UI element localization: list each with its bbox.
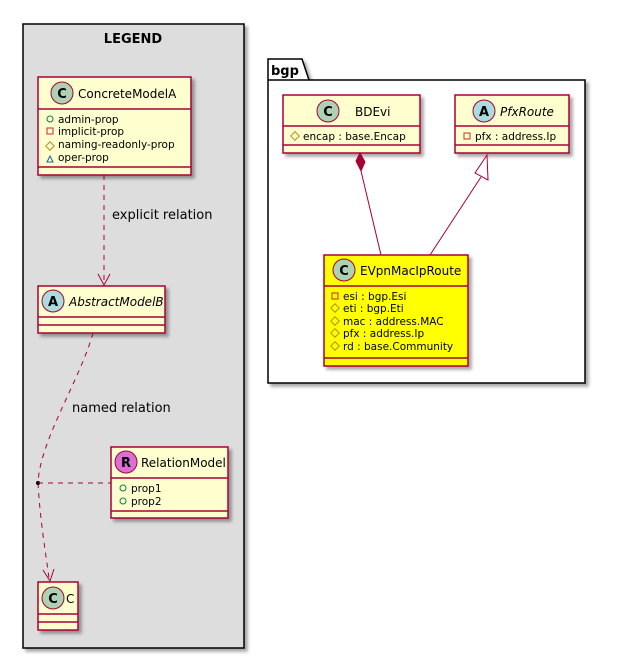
prop-prop1: prop1	[131, 483, 162, 495]
explicit-relation-edge: explicit relation	[97, 175, 212, 287]
class-c-icon	[316, 99, 340, 123]
prop-implicit: implicit-prop	[58, 126, 124, 138]
prop-naming-readonly: naming-readonly-prop	[58, 139, 175, 151]
class-c-icon	[41, 586, 65, 610]
concrete-model-a-class[interactable]: C ConcreteModelA admin-prop implicit-pro…	[37, 76, 192, 176]
public-icon	[119, 497, 127, 505]
class-stereotype-letter: C	[57, 87, 67, 102]
package-name: bgp	[271, 64, 299, 79]
protected-icon	[45, 141, 55, 151]
prop-prop2: prop2	[131, 496, 162, 508]
evpn-prop-esi: esi : bgp.Esi	[343, 291, 406, 303]
named-relation-label: named relation	[72, 401, 171, 416]
prop-oper: oper-prop	[58, 152, 109, 164]
evpn-name: EVpnMacIpRoute	[360, 264, 461, 278]
explicit-relation-label: explicit relation	[112, 208, 212, 223]
private-icon	[46, 127, 54, 135]
protected-icon	[330, 328, 340, 338]
relation-r-icon	[114, 450, 138, 474]
inheritance-triangle-icon	[474, 153, 489, 181]
legend-title: LEGEND	[104, 32, 163, 47]
class-stereotype-letter: C	[339, 264, 349, 279]
composition-edge	[355, 151, 382, 256]
relation-model-name: RelationModel	[141, 456, 226, 470]
package-private-icon	[46, 154, 54, 163]
generalization-edge	[429, 153, 489, 256]
bdevi-prop-encap: encap : base.Encap	[303, 131, 406, 143]
protected-icon	[290, 131, 300, 141]
pfxroute-class[interactable]: A PfxRoute pfx : address.Ip	[454, 94, 570, 154]
private-icon	[331, 292, 339, 300]
private-icon	[463, 132, 471, 140]
evpn-prop-pfx: pfx : address.Ip	[343, 328, 424, 340]
prop-admin: admin-prop	[58, 114, 119, 126]
evpn-mac-ip-route-class[interactable]: C EVpnMacIpRoute esi : bgp.Esi eti : bgp…	[323, 254, 469, 367]
c-class[interactable]: C C	[37, 581, 79, 631]
protected-icon	[330, 303, 340, 313]
abstract-model-b-name: AbstractModelB	[68, 295, 164, 309]
evpn-prop-eti: eti : bgp.Eti	[343, 303, 404, 315]
class-stereotype-letter: C	[323, 105, 333, 120]
class-stereotype-letter: C	[48, 592, 58, 607]
evpn-prop-mac: mac : address.MAC	[343, 316, 444, 328]
abstract-stereotype-letter: A	[479, 105, 489, 120]
abstract-model-b-class[interactable]: A AbstractModelB	[37, 285, 166, 334]
public-icon	[119, 484, 127, 492]
protected-icon	[330, 341, 340, 351]
bdevi-class[interactable]: C BDEvi encap : base.Encap	[282, 94, 421, 154]
evpn-prop-rd: rd : base.Community	[343, 341, 453, 353]
public-icon	[46, 115, 54, 123]
abstract-a-icon	[472, 99, 496, 123]
pfxroute-name: PfxRoute	[500, 105, 554, 119]
abstract-a-icon	[41, 289, 65, 313]
class-c-icon	[50, 81, 74, 105]
named-relation-edge: named relation	[36, 332, 171, 583]
concrete-model-a-name: ConcreteModelA	[78, 87, 177, 101]
relation-stereotype-letter: R	[121, 456, 131, 471]
c-class-name: C	[66, 592, 74, 606]
abstract-stereotype-letter: A	[48, 295, 58, 310]
class-c-icon	[332, 258, 356, 282]
pfxroute-prop-pfx: pfx : address.Ip	[475, 131, 556, 143]
protected-icon	[330, 316, 340, 326]
relation-model-class[interactable]: R RelationModel prop1 prop2	[110, 446, 229, 519]
bdevi-name: BDEvi	[355, 105, 391, 119]
